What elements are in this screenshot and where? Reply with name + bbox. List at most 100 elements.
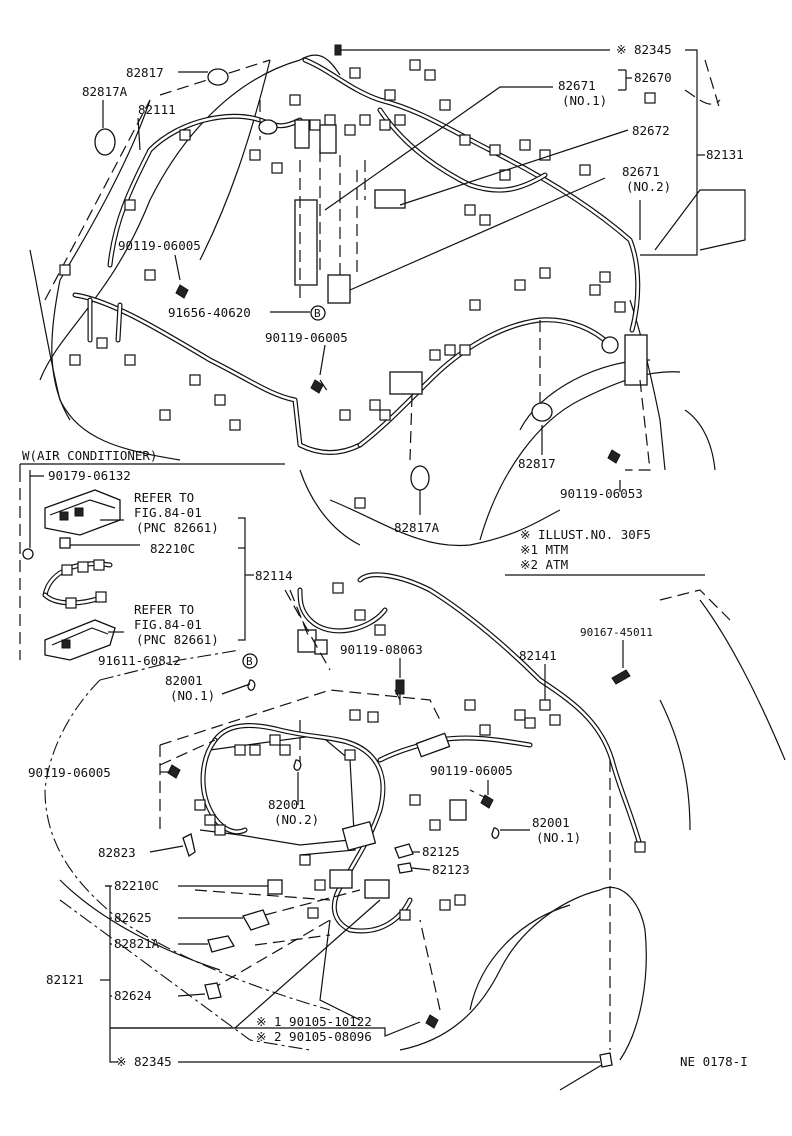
top-harness-82131	[302, 57, 641, 448]
clamp-82823-icon	[182, 833, 196, 858]
top-connectors	[59, 59, 656, 509]
label-82001-no2: 82001	[268, 797, 306, 812]
label-82625: 82625	[114, 910, 152, 925]
label-82817a: 82817A	[82, 84, 128, 99]
b-marker-circle	[310, 305, 326, 321]
clamp-82817a-b-icon	[410, 465, 430, 491]
label-91656-40620: 91656-40620	[168, 305, 251, 320]
legend-illust: ※ ILLUST.NO. 30F5	[520, 527, 651, 542]
label-90119-06005-b: 90119-06005	[265, 330, 348, 345]
label-90179-06132: 90179-06132	[48, 468, 131, 483]
bolt-90119-06005-b-icon	[310, 379, 324, 394]
label-82001-no1-a-sub: (NO.1)	[170, 688, 215, 703]
bolt-90105-icon	[425, 1014, 439, 1029]
legend-mtm: ※1 MTM	[520, 542, 568, 557]
inset-air-conditioner: W(AIR CONDITIONER) 90179-06132 REFER TO …	[19, 448, 293, 661]
label-82817a-b: 82817A	[394, 520, 440, 535]
bottom-part-labels: 91611-60812 B 82001 (NO.1) 90119-08063 9…	[28, 626, 748, 1069]
label-82817: 82817	[126, 65, 164, 80]
label-82114: 82114	[255, 568, 293, 583]
bolt-90119-08063-icon	[395, 679, 405, 695]
clamp-82817-b-icon	[531, 402, 553, 422]
bottom-fasteners	[167, 653, 631, 1068]
refer2-line2: FIG.84-01	[134, 617, 202, 632]
label-82817-b: 82817	[518, 456, 556, 471]
label-90119-06005-c: 90119-06005	[28, 765, 111, 780]
top-dashed-relations	[259, 100, 651, 471]
clamp-82624-icon	[204, 982, 222, 1000]
label-82624: 82624	[114, 988, 152, 1003]
label-82121: 82121	[46, 972, 84, 987]
label-82672: 82672	[632, 123, 670, 138]
clip-82345-icon	[334, 44, 342, 56]
label-91611-60812: 91611-60812	[98, 653, 181, 668]
label-90119-08063: 90119-08063	[340, 642, 423, 657]
bracket-82625-icon	[242, 909, 270, 931]
clip-82001-no1-c-icon	[491, 827, 500, 839]
bottom-dashed-relations	[159, 589, 611, 1050]
bolt-90119-06005-c-icon	[167, 764, 181, 779]
clip-82821a-icon	[207, 935, 235, 953]
label-82001-no1-a: 82001	[165, 673, 203, 688]
label-82345-bottom: ※ 82345	[116, 1054, 172, 1069]
bolt-90179-06132-icon	[22, 548, 34, 560]
label-82821a: 82821A	[114, 936, 160, 951]
label-82671-no1-sub: (NO.1)	[562, 93, 607, 108]
refer2-line1: REFER TO	[134, 602, 194, 617]
label-82210c: 82210C	[114, 878, 159, 893]
legend-atm: ※2 ATM	[520, 557, 568, 572]
bottom-leader-lines	[100, 640, 624, 1063]
label-90119-06005-a: 90119-06005	[118, 238, 201, 253]
label-82671-no2-sub: (NO.2)	[626, 179, 671, 194]
refer2-line3: (PNC 82661)	[136, 632, 219, 647]
connector-82210c-icon	[59, 537, 71, 549]
clamp-82817a-icon	[94, 128, 116, 156]
label-82671-no1: 82671	[558, 78, 596, 93]
grommet-icon	[415, 732, 451, 758]
label-b-marker-bottom: B	[246, 655, 253, 668]
label-82823: 82823	[98, 845, 136, 860]
label-90105-08096: ※ 2 90105-08096	[256, 1029, 372, 1044]
clip-82001-no1-a-icon	[247, 679, 256, 691]
b-marker-bottom-circle	[242, 653, 258, 669]
bolt-90119-06053-icon	[607, 449, 621, 464]
label-b-marker: B	[314, 307, 321, 320]
refer1-line2: FIG.84-01	[134, 505, 202, 520]
label-82670: 82670	[634, 70, 672, 85]
label-82141: 82141	[519, 648, 557, 663]
label-82001-no1-c-sub: (NO.1)	[536, 830, 581, 845]
label-82123: 82123	[432, 862, 470, 877]
inset-title: W(AIR CONDITIONER)	[22, 448, 157, 463]
grommet-82125-icon	[394, 843, 414, 859]
label-82345: ※ 82345	[616, 42, 672, 57]
bolt-90119-06005-icon	[175, 284, 189, 299]
label-82210c-inset: 82210C	[150, 541, 195, 556]
bottom-harness	[200, 572, 643, 934]
label-82111: 82111	[138, 102, 176, 117]
label-82131: 82131	[706, 147, 744, 162]
legend: ※ ILLUST.NO. 30F5 ※1 MTM ※2 ATM	[505, 527, 705, 576]
label-82001-no2-sub: (NO.2)	[274, 812, 319, 827]
clip-82345-bottom-icon	[599, 1052, 613, 1068]
label-82671-no2: 82671	[622, 164, 660, 179]
clip-82001-no2-icon	[293, 759, 302, 771]
label-90105-10122: ※ 1 90105-10122	[256, 1014, 372, 1029]
label-82125: 82125	[422, 844, 460, 859]
label-82001-no1-c: 82001	[532, 815, 570, 830]
connector-82210c-bottom-icon	[267, 879, 283, 895]
label-90119-06005-d: 90119-06005	[430, 763, 513, 778]
bolt-90119-06005-d-icon	[480, 794, 494, 809]
screw-90167-45011-icon	[611, 669, 631, 685]
refer1-line1: REFER TO	[134, 490, 194, 505]
reference-code: NE 0178-I	[680, 1054, 748, 1069]
label-90119-06053: 90119-06053	[560, 486, 643, 501]
top-clamps	[94, 44, 621, 491]
clamp-82817-icon	[207, 68, 229, 86]
refer1-line3: (PNC 82661)	[136, 520, 219, 535]
grommet-82123-icon	[397, 862, 413, 874]
top-leader-lines	[102, 49, 705, 515]
top-part-labels: ※ 82345 82817 82817A 82111 82671 (NO.1) …	[82, 42, 744, 535]
label-90167-45011: 90167-45011	[580, 626, 653, 639]
